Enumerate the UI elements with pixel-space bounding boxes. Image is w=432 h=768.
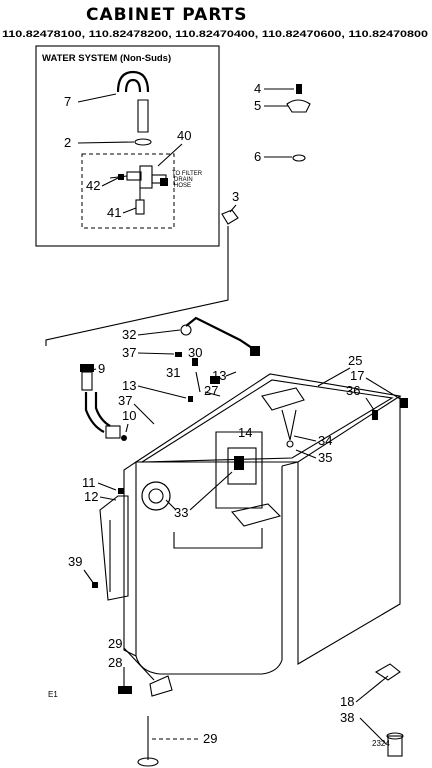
callout-13b: 13 bbox=[212, 368, 226, 383]
page-title: CABINET PARTS bbox=[86, 5, 248, 25]
callout-14: 14 bbox=[238, 425, 252, 440]
callout-36: 36 bbox=[346, 383, 360, 398]
callout-17: 17 bbox=[350, 368, 364, 383]
brace-parts bbox=[286, 84, 311, 162]
callout-31: 31 bbox=[166, 365, 180, 380]
callout-33: 33 bbox=[174, 505, 188, 520]
callout-2: 2 bbox=[64, 135, 71, 150]
callout-41: 41 bbox=[107, 205, 121, 220]
cabinet bbox=[118, 373, 408, 767]
callout-3: 3 bbox=[232, 189, 239, 204]
valve-assembly bbox=[109, 165, 168, 215]
callout-27: 28 bbox=[108, 655, 122, 670]
callout-37b: 37 bbox=[118, 393, 132, 408]
drain-hose bbox=[80, 364, 127, 441]
callout-34: 34 bbox=[318, 433, 332, 448]
callout-30: 30 bbox=[188, 345, 202, 360]
callout-10: 10 bbox=[122, 408, 136, 423]
callout-39: 39 bbox=[68, 554, 82, 569]
callout-6: 6 bbox=[254, 149, 261, 164]
callout-35: 35 bbox=[318, 450, 332, 465]
callout-19: 27 bbox=[204, 383, 218, 398]
callouts: 7 2 40 42 41 3 4 5 6 32 37 30 31 13 27 9… bbox=[64, 81, 403, 746]
callout-38: 38 bbox=[340, 710, 354, 725]
footer-right-code: 2324 bbox=[372, 739, 390, 748]
callout-25: 25 bbox=[348, 353, 362, 368]
model-numbers: 110.82478100, 110.82478200, 110.82470400… bbox=[2, 29, 428, 39]
callout-29: 29 bbox=[203, 731, 217, 746]
side-bracket bbox=[92, 488, 129, 601]
callout-5: 5 bbox=[254, 98, 261, 113]
callout-7: 7 bbox=[64, 94, 71, 109]
callout-12: 12 bbox=[84, 489, 98, 504]
callout-32: 32 bbox=[122, 327, 136, 342]
callout-13a: 13 bbox=[122, 378, 136, 393]
callout-37a: 37 bbox=[122, 345, 136, 360]
water-system-label: WATER SYSTEM (Non-Suds) bbox=[42, 53, 171, 64]
footer-left-code: E1 bbox=[48, 690, 58, 699]
water-system-box: WATER SYSTEM (Non-Suds) TO FILTER DRAIN … bbox=[35, 45, 239, 247]
callout-28: 29 bbox=[108, 636, 122, 651]
filter-note-line1: TO FILTER bbox=[172, 171, 203, 177]
callout-42: 42 bbox=[86, 178, 100, 193]
filter-note-line2: DRAIN bbox=[174, 177, 193, 183]
callout-4: 4 bbox=[254, 81, 261, 96]
callout-9: 9 bbox=[98, 361, 105, 376]
hose-assembly bbox=[175, 316, 260, 402]
callout-18: 18 bbox=[340, 694, 354, 709]
callout-40: 40 bbox=[177, 128, 191, 143]
callout-11: 11 bbox=[82, 475, 96, 490]
filter-note-line3: HOSE bbox=[174, 183, 191, 189]
